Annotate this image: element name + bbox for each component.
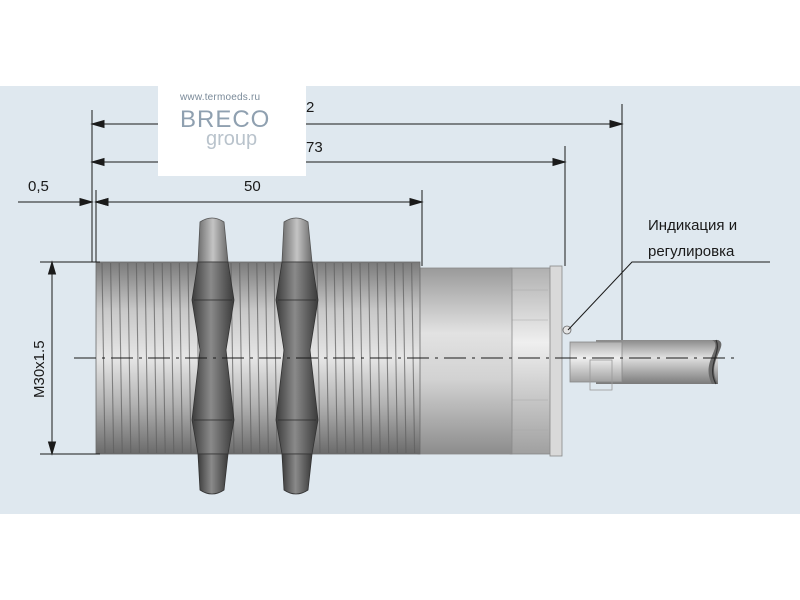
sensor-body: [417, 267, 513, 455]
thread-groove: [256, 262, 261, 454]
cable-gland: [569, 341, 623, 391]
thread-groove: [135, 262, 140, 454]
watermark-group: group: [206, 128, 258, 150]
thread-groove: [178, 262, 183, 454]
dimension-diameter: [47, 260, 57, 456]
watermark-url: www.termoeds.ru: [180, 92, 261, 103]
thread-groove: [247, 262, 252, 454]
thread-groove: [325, 262, 330, 454]
watermark: www.termoeds.ru BRECO group: [158, 86, 306, 176]
callout-leader: [567, 261, 770, 331]
thread-groove: [144, 262, 149, 454]
thread-groove: [402, 262, 407, 454]
dim-overall-label: 2: [306, 99, 314, 116]
dim-gap-label: 0,5: [28, 178, 49, 195]
dim-thread-label: M30x1.5: [31, 340, 48, 398]
dim-thread-length-label: 50: [244, 178, 261, 195]
dim-body-label: 73: [306, 139, 323, 156]
thread-groove: [170, 262, 175, 454]
end-cap: [509, 265, 572, 457]
dimension-gap: [18, 197, 109, 207]
indicator-led-icon: [562, 325, 572, 335]
callout-line-1: Индикация и: [648, 217, 737, 234]
watermark-brand: BRECO: [180, 106, 271, 133]
callout-line-2: регулировка: [648, 243, 735, 260]
thread-groove: [393, 262, 398, 454]
